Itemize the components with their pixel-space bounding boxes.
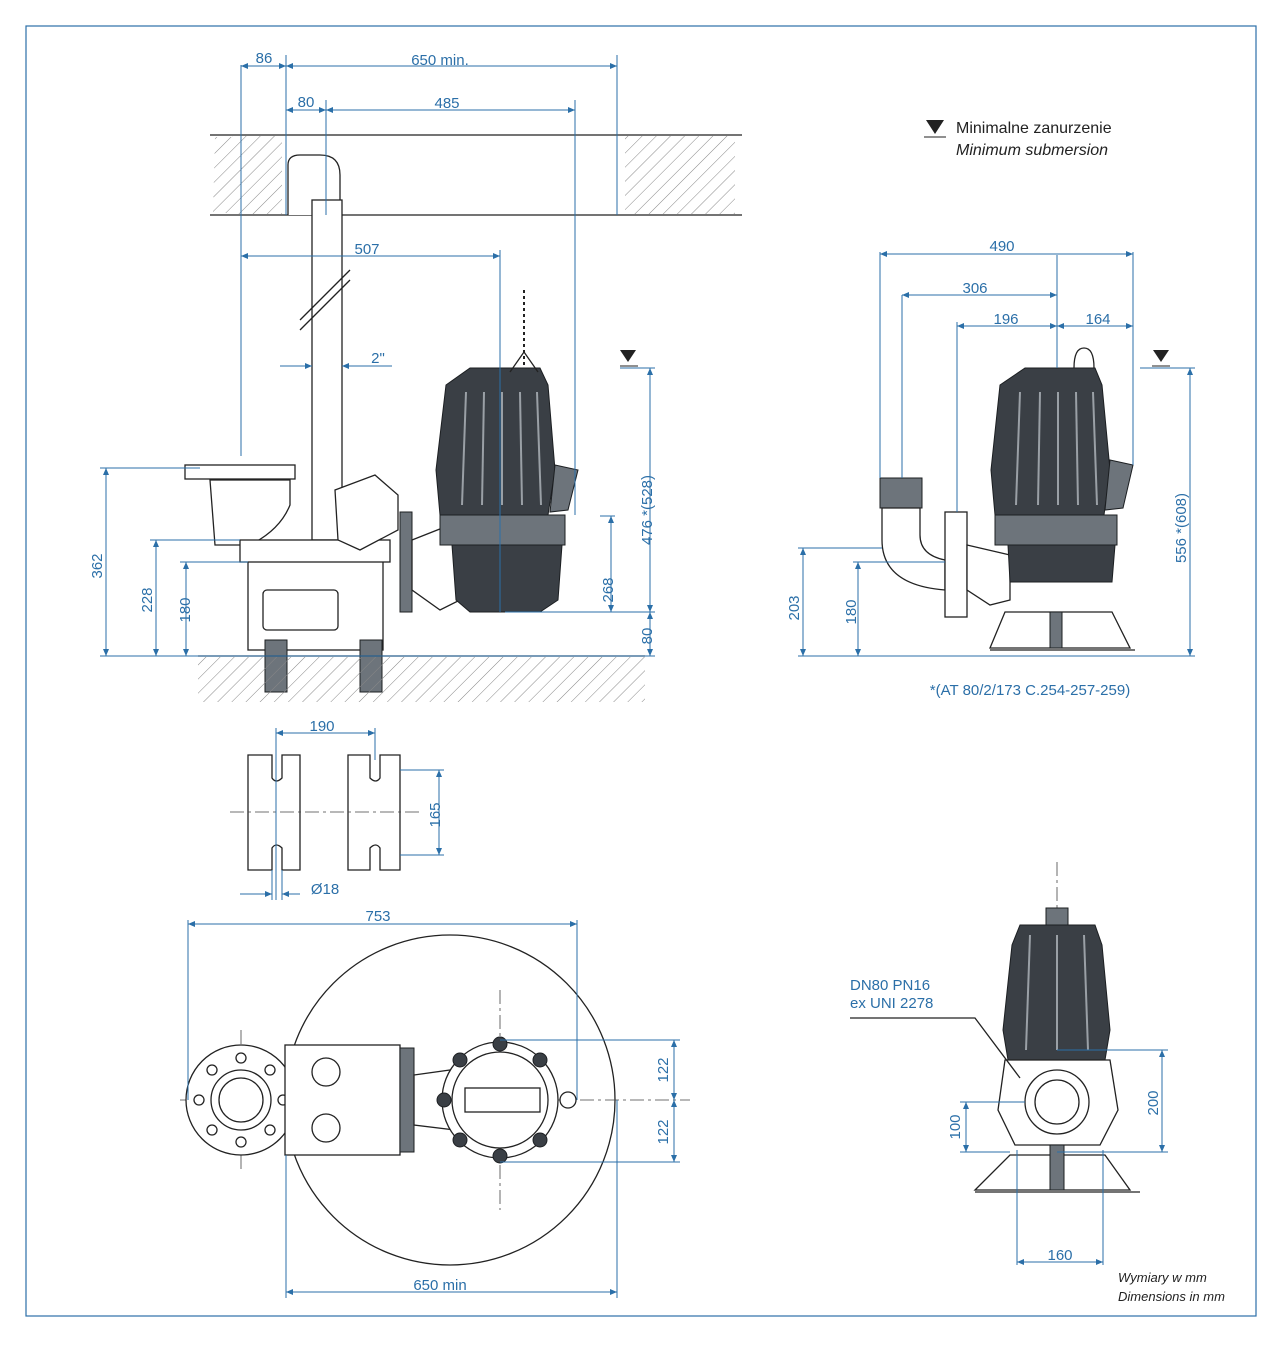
plan-view: 753 122 122 650 min (180, 908, 690, 1298)
dim-165: 165 (427, 802, 444, 827)
dim-18: Ø18 (311, 881, 339, 898)
cable-gland (549, 464, 579, 513)
dim-80-bottom: 80 (639, 628, 656, 645)
base-window (262, 589, 339, 631)
dim-100: 100 (947, 1114, 964, 1139)
discharge-elbow (209, 479, 291, 546)
dim-362: 362 (89, 553, 106, 578)
dim-164: 164 (1085, 311, 1110, 328)
dim-228: 228 (139, 587, 156, 612)
dim-650-min: 650 min. (411, 52, 469, 69)
front-pump-motor (990, 367, 1111, 516)
ceiling-hatch-edge (213, 137, 232, 213)
pump-flange-side (399, 511, 413, 613)
foot-slot-left (247, 754, 301, 871)
dim-190: 190 (309, 718, 334, 735)
pump-seal-housing (439, 514, 566, 546)
dim-180-side: 180 (177, 597, 194, 622)
plan-discharge-flange (185, 1044, 297, 1156)
footnote: *(AT 80/2/173 C.254-257-259) (930, 682, 1130, 699)
units-line-2: Dimensions in mm (1118, 1289, 1225, 1304)
dim-485: 485 (434, 95, 459, 112)
ceiling-hatch-left (232, 136, 282, 214)
dim-86: 86 (256, 50, 273, 67)
dim-507: 507 (354, 241, 379, 258)
legend-line-2: Minimum submersion (956, 142, 1108, 159)
pump-bracket (334, 474, 399, 551)
pump-volute (451, 544, 563, 613)
flange-label-line-2: ex UNI 2278 (850, 995, 933, 1012)
dim-196: 196 (993, 311, 1018, 328)
dim-122-top: 122 (655, 1057, 672, 1082)
dim-2-inch: 2" (371, 350, 385, 367)
lifting-eye (1073, 347, 1095, 369)
units-line-1: Wymiary w mm (1118, 1270, 1207, 1285)
dim-490: 490 (989, 238, 1014, 255)
dim-180-front: 180 (843, 599, 860, 624)
front-flange (944, 511, 968, 618)
legend-line-1: Minimalne zanurzenie (956, 120, 1112, 137)
front-elbow (881, 507, 946, 591)
drawing-frame (25, 25, 1257, 1317)
front-view: 490 306 196 164 203 180 556 *(608) *(AT … (786, 238, 1195, 699)
hose-corrugated (879, 477, 923, 509)
side-view: 86 650 min. 80 485 507 2" 362 228 180 26… (89, 50, 742, 702)
submersion-mark-side (620, 350, 636, 362)
dim-268: 268 (600, 577, 617, 602)
dim-556: 556 *(608) (1173, 493, 1190, 563)
submersion-symbol (926, 120, 944, 134)
dim-200: 200 (1145, 1090, 1162, 1115)
submersion-mark-front (1153, 350, 1169, 362)
dim-122-bottom: 122 (655, 1119, 672, 1144)
floor-hatch (198, 657, 645, 702)
ceiling-hatch-right (625, 136, 735, 214)
dim-306: 306 (962, 280, 987, 297)
foot-slot-right (347, 754, 401, 871)
plan-base (284, 1044, 401, 1156)
pump-motor (435, 367, 556, 516)
dim-476: 476 *(528) (639, 475, 656, 545)
foot-detail: 190 165 Ø18 (230, 718, 444, 900)
discharge-flange (184, 464, 296, 480)
flange-label-line-1: DN80 PN16 (850, 977, 930, 994)
dim-650-min-plan: 650 min (413, 1277, 466, 1294)
end-view: DN80 PN16 ex UNI 2278 200 100 160 (850, 862, 1168, 1265)
dim-203: 203 (786, 595, 803, 620)
dim-753: 753 (365, 908, 390, 925)
front-pump-volute (1007, 544, 1116, 583)
dim-80-top: 80 (298, 94, 315, 111)
legend: Minimalne zanurzenie Minimum submersion (924, 120, 1112, 159)
dim-160: 160 (1047, 1247, 1072, 1264)
